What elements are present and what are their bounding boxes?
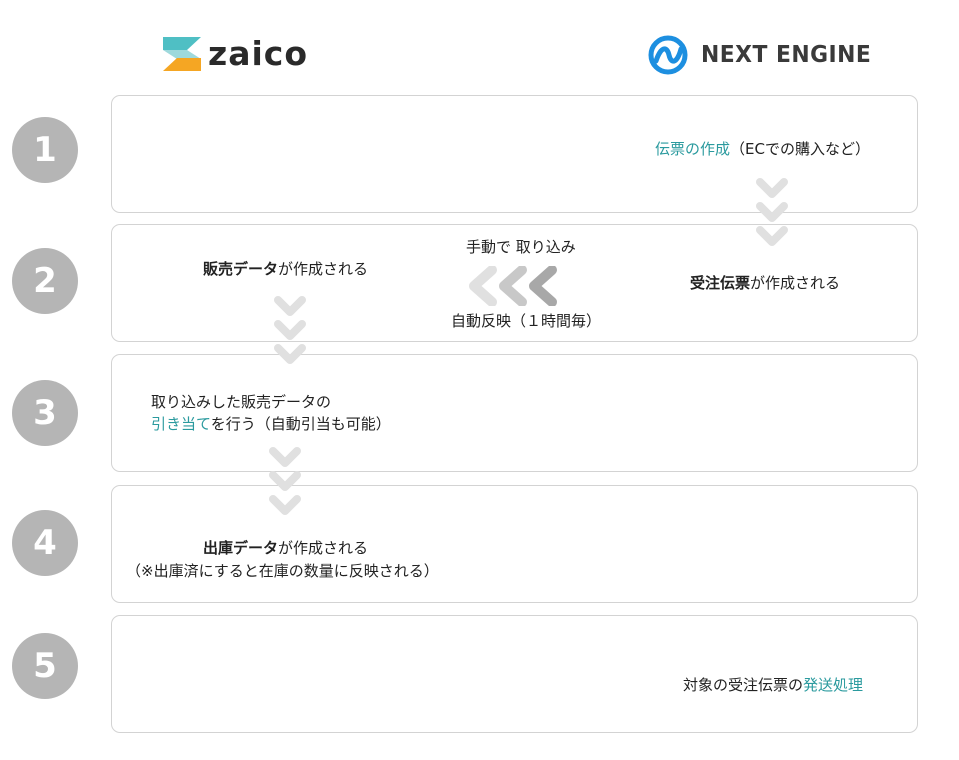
step2-center-bottom: 自動反映（１時間毎） xyxy=(451,312,602,330)
step4-bold: 出庫データ xyxy=(203,539,279,557)
step3-line1: 取り込みした販売データの xyxy=(151,393,332,411)
step2-left-bold: 販売データ xyxy=(203,260,279,278)
step2-right-rest: が作成される xyxy=(750,274,841,292)
step5-highlight: 発送処理 xyxy=(803,676,864,694)
step-number-4: 4 xyxy=(12,510,78,576)
step2-right-bold: 受注伝票 xyxy=(690,274,751,292)
step4-rest: が作成される xyxy=(278,539,369,557)
step-number-1: 1 xyxy=(12,117,78,183)
chevron-left-icon xyxy=(469,266,557,306)
step3-highlight: 引き当て xyxy=(151,415,211,433)
step4-line2: （※出庫済にすると在庫の数量に反映される） xyxy=(126,562,439,580)
step2-center-top: 手動で 取り込み xyxy=(466,238,576,256)
step4-line1: 出庫データが作成される xyxy=(203,537,368,559)
step5-text: 対象の受注伝票の発送処理 xyxy=(683,674,863,696)
step-number-3: 3 xyxy=(12,380,78,446)
step-box-4 xyxy=(111,485,918,603)
step-number-2: 2 xyxy=(12,248,78,314)
zaico-logo: zaico xyxy=(163,37,308,71)
chevron-down-left-icon xyxy=(274,296,306,364)
chevron-down-right-icon xyxy=(756,178,788,246)
step3-rest: を行う（自動引当も可能） xyxy=(210,415,391,433)
next-engine-logo-icon xyxy=(648,35,688,75)
step1-rest: （ECでの購入など） xyxy=(730,140,870,158)
chevron-down-left-icon-2 xyxy=(269,447,301,515)
step-box-3 xyxy=(111,354,918,472)
step2-right-text: 受注伝票が作成される xyxy=(690,272,840,294)
step3-line2: 引き当てを行う（自動引当も可能） xyxy=(151,413,391,435)
zaico-logo-text: zaico xyxy=(208,34,309,73)
zaico-logo-icon xyxy=(163,37,201,71)
next-engine-logo-text: NEXT ENGINE xyxy=(701,42,872,68)
step2-left-rest: が作成される xyxy=(278,260,369,278)
step-number-5: 5 xyxy=(12,633,78,699)
step5-rest: 対象の受注伝票の xyxy=(683,676,804,694)
next-engine-logo: NEXT ENGINE xyxy=(647,34,880,76)
step-box-1 xyxy=(111,95,918,213)
step-box-5 xyxy=(111,615,918,733)
step1-text: 伝票の作成（ECでの購入など） xyxy=(655,138,870,160)
step1-highlight: 伝票の作成 xyxy=(655,140,731,158)
step2-left-text: 販売データが作成される xyxy=(203,258,368,280)
